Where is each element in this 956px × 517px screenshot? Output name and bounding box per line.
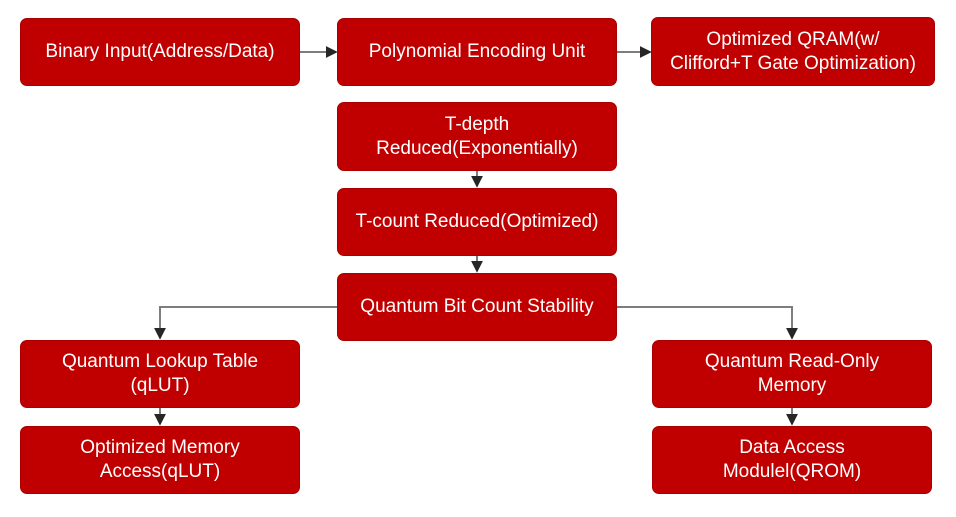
node-binary-input: Binary Input(Address/Data) [20, 18, 300, 86]
node-optimized-memory-access-label: Optimized Memory Access(qLUT) [80, 437, 240, 482]
node-t-depth-reduced: T-depth Reduced(Exponentially) [337, 102, 617, 171]
node-data-access-module-label: Data Access Modulel(QROM) [722, 437, 862, 482]
node-t-depth-reduced-label: T-depth Reduced(Exponentially) [376, 113, 578, 159]
node-qubit-count-stability: Quantum Bit Count Stability [337, 273, 617, 341]
node-quantum-lookup-table: Quantum Lookup Table (qLUT) [20, 340, 300, 408]
node-optimized-qram-label: Optimized QRAM(w/ Clifford+T Gate Optimi… [670, 28, 916, 74]
node-binary-input-label: Binary Input(Address/Data) [45, 41, 275, 63]
node-quantum-lookup-table-label: Quantum Lookup Table (qLUT) [61, 351, 259, 396]
arrow-stability-to-qlut [154, 306, 337, 340]
node-quantum-read-only-memory-label: Quantum Read-Only Memory [704, 351, 880, 396]
node-t-count-reduced: T-count Reduced(Optimized) [337, 188, 617, 256]
node-polynomial-encoding-unit-label: Polynomial Encoding Unit [368, 41, 586, 63]
arrow-stability-to-qrom [617, 306, 798, 340]
node-t-count-reduced-label: T-count Reduced(Optimized) [355, 211, 599, 233]
node-qubit-count-stability-label: Quantum Bit Count Stability [360, 296, 594, 318]
node-optimized-qram: Optimized QRAM(w/ Clifford+T Gate Optimi… [651, 17, 935, 86]
node-quantum-read-only-memory: Quantum Read-Only Memory [652, 340, 932, 408]
node-data-access-module: Data Access Modulel(QROM) [652, 426, 932, 494]
node-polynomial-encoding-unit: Polynomial Encoding Unit [337, 18, 617, 86]
node-optimized-memory-access: Optimized Memory Access(qLUT) [20, 426, 300, 494]
